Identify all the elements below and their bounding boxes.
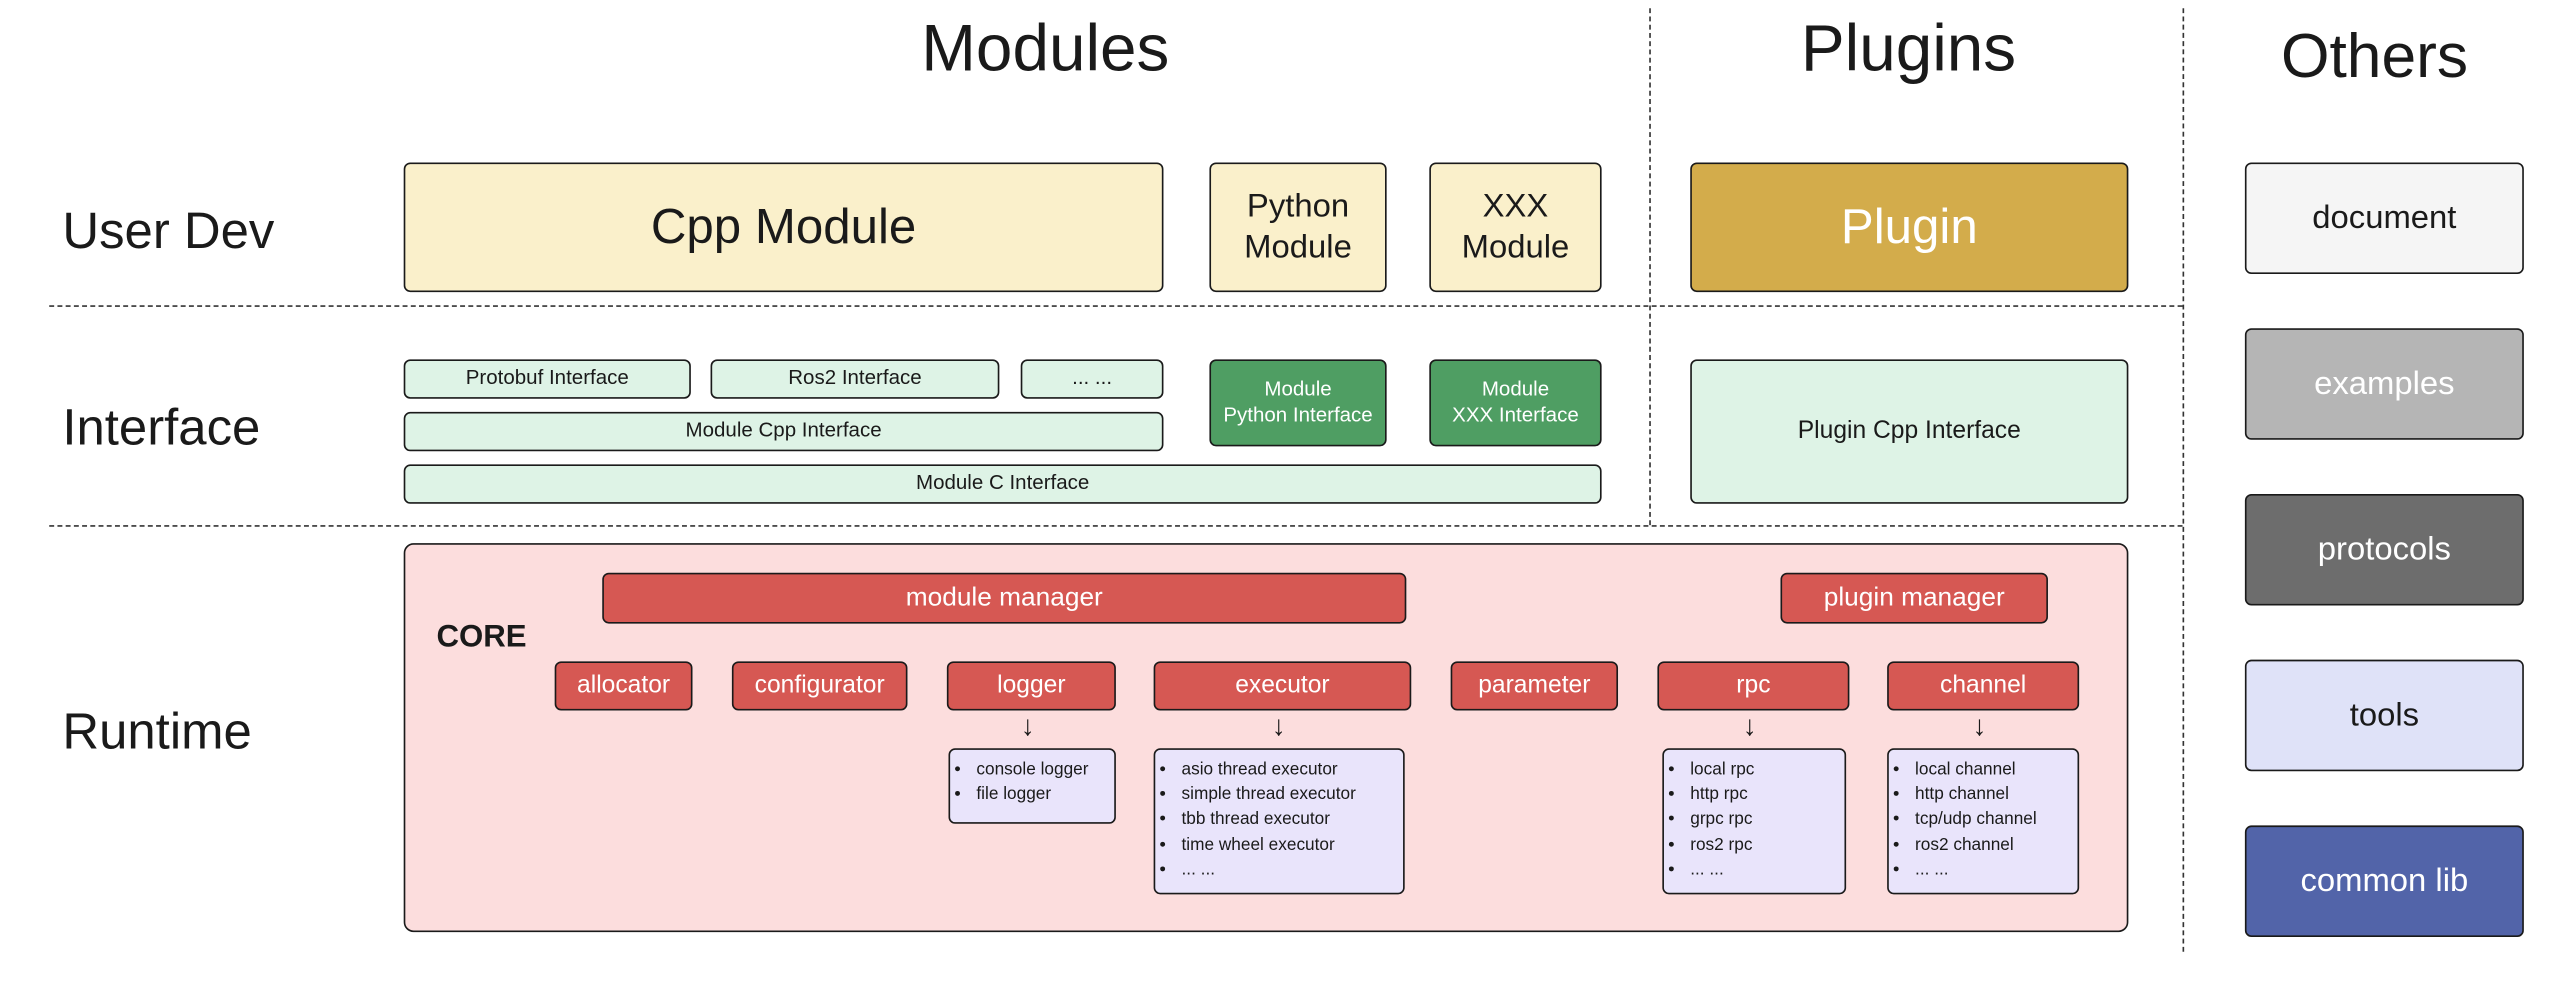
rpc-impl-list: local rpchttp rpcgrpc rpcros2 rpc... ... (1662, 748, 1847, 895)
list-item: asio thread executor (1182, 758, 1356, 783)
row-label-user-dev: User Dev (62, 201, 275, 260)
channel-impl-items: local channelhttp channeltcp/udp channel… (1889, 758, 2037, 883)
plugin-box: Plugin (1690, 162, 2129, 293)
list-item: console logger (976, 758, 1088, 783)
divider-modules-plugins (1649, 8, 1651, 526)
list-item: simple thread executor (1182, 783, 1356, 808)
others-common-lib-box: common lib (2244, 825, 2524, 938)
list-item: tbb thread executor (1182, 808, 1356, 833)
list-item: time wheel executor (1182, 833, 1356, 858)
channel-impl-list: local channelhttp channeltcp/udp channel… (1887, 748, 2080, 895)
arrow-down-icon: ↓ (1020, 710, 1035, 742)
python-module-box: Python Module (1209, 162, 1387, 293)
list-item: local channel (1915, 758, 2037, 783)
plugin-manager-bar: plugin manager (1780, 572, 2048, 624)
others-document-box: document (2244, 162, 2524, 275)
component-allocator: allocator (554, 661, 693, 711)
component-configurator: configurator (731, 661, 908, 711)
list-item: tcp/udp channel (1915, 808, 2037, 833)
list-item: ros2 rpc (1690, 833, 1754, 858)
rpc-impl-items: local rpchttp rpcgrpc rpcros2 rpc... ... (1664, 758, 1754, 883)
executor-impl-items: asio thread executorsimple thread execut… (1155, 758, 1356, 883)
logger-impl-list: console loggerfile logger (948, 748, 1116, 824)
core-label: CORE (436, 620, 527, 655)
module-cpp-interface-box: Module Cpp Interface (403, 411, 1164, 452)
list-item: local rpc (1690, 758, 1754, 783)
list-item: http rpc (1690, 783, 1754, 808)
module-python-interface-box: Module Python Interface (1209, 359, 1387, 447)
component-channel: channel (1887, 661, 2080, 711)
protobuf-interface-box: Protobuf Interface (403, 359, 691, 399)
arrow-down-icon: ↓ (1271, 710, 1286, 742)
row-label-runtime: Runtime (62, 702, 252, 760)
module-manager-bar: module manager (602, 572, 1407, 624)
list-item: http channel (1915, 783, 2037, 808)
logger-impl-items: console loggerfile logger (950, 758, 1088, 808)
arrow-down-icon: ↓ (1742, 710, 1757, 742)
column-header-modules: Modules (921, 13, 1170, 86)
ros2-interface-box: Ros2 Interface (710, 359, 1000, 399)
others-examples-box: examples (2244, 328, 2524, 440)
component-logger: logger (946, 661, 1116, 711)
xxx-module-box: XXX Module (1429, 162, 1602, 293)
arrow-down-icon: ↓ (1972, 710, 1987, 742)
plugin-cpp-interface-box: Plugin Cpp Interface (1690, 359, 2129, 504)
divider-plugins-others (2182, 8, 2185, 952)
component-executor: executor (1153, 661, 1412, 711)
component-parameter: parameter (1450, 661, 1619, 711)
executor-impl-list: asio thread executorsimple thread execut… (1153, 748, 1405, 895)
column-header-plugins: Plugins (1800, 13, 2017, 86)
others-protocols-box: protocols (2244, 493, 2524, 606)
list-item: ros2 channel (1915, 833, 2037, 858)
module-xxx-interface-box: Module XXX Interface (1429, 359, 1602, 447)
list-item: file logger (976, 783, 1088, 808)
list-item: ... ... (1182, 858, 1356, 883)
list-item: grpc rpc (1690, 808, 1754, 833)
component-rpc: rpc (1657, 661, 1850, 711)
row-label-interface: Interface (62, 398, 261, 457)
others-tools-box: tools (2244, 659, 2524, 772)
cpp-module-box: Cpp Module (403, 162, 1164, 293)
divider-userdev-interface (49, 305, 2183, 307)
list-item: ... ... (1915, 858, 2037, 883)
column-header-others: Others (2280, 22, 2469, 92)
divider-interface-runtime (49, 525, 2183, 527)
module-c-interface-box: Module C Interface (403, 464, 1602, 504)
list-item: ... ... (1690, 858, 1754, 883)
interface-ellipsis-box: ... ... (1020, 359, 1164, 399)
